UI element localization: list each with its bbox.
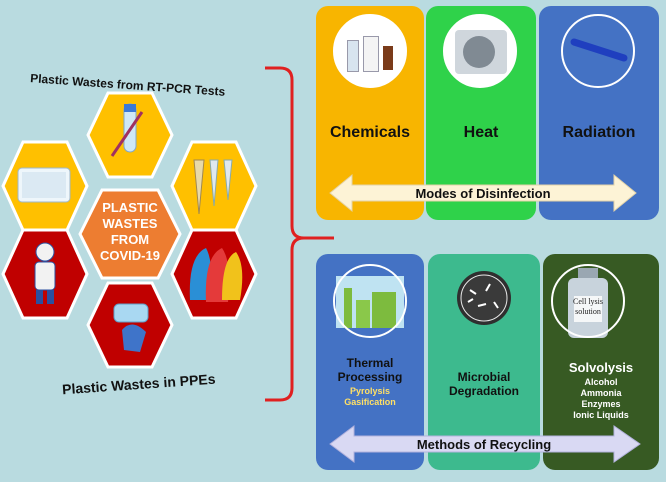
center-hex-label: PLASTIC WASTES FROM COVID-19	[88, 200, 172, 264]
thermal-sub-1: Pyrolysis	[349, 386, 391, 396]
thermal-image	[333, 264, 407, 338]
right-bracket	[265, 66, 334, 402]
solvolysis-sub-2: Ammonia	[580, 388, 622, 398]
heat-image	[443, 14, 517, 88]
radiation-label: Radiation	[562, 124, 636, 141]
solvolysis-sub-3: Enzymes	[581, 399, 621, 409]
mask-gloves-icon	[113, 303, 149, 352]
bottle-line-1: Cell lysis	[572, 297, 603, 306]
test-tube-icon	[110, 103, 144, 157]
heat-label: Heat	[463, 124, 499, 141]
disinfection-arrow-label: Modes of Disinfection	[415, 186, 551, 201]
biohazard-bags-icon	[189, 248, 243, 302]
chemical-bottle-2-icon	[363, 36, 379, 72]
microbial-image	[447, 262, 521, 336]
microbial-line-2: Degradation	[448, 384, 519, 398]
center-line-2: WASTES	[102, 216, 158, 231]
thermal-line-1: Thermal	[346, 356, 394, 370]
bottle-line-2: solution	[575, 307, 601, 316]
chemicals-label: Chemicals	[329, 124, 411, 141]
card-microbial	[428, 254, 540, 470]
ppe-suit-icon	[34, 242, 56, 304]
pipette-tips-icon	[193, 159, 233, 215]
solvolysis-image	[551, 264, 625, 338]
microbial-line-1: Microbial	[457, 370, 511, 384]
chemical-bottle-3-icon	[383, 46, 393, 70]
microbial-label: Microbial Degradation	[428, 370, 540, 398]
center-line-4: COVID-19	[100, 248, 160, 263]
recycling-arrow-label: Methods of Recycling	[416, 437, 552, 452]
solvolysis-sub-4: Ionic Liquids	[573, 410, 629, 420]
thermal-sub-2: Gasification	[344, 397, 396, 407]
center-line-1: PLASTIC	[102, 200, 158, 215]
arrow-disinfection	[329, 173, 637, 213]
thermal-line-2: Processing	[337, 370, 403, 384]
thermal-sublabels: Pyrolysis Gasification	[316, 386, 424, 408]
center-line-3: FROM	[110, 232, 150, 247]
solvolysis-sub-1: Alcohol	[584, 377, 618, 387]
autoclave-door-icon	[463, 36, 495, 68]
petri-dish-icon	[457, 271, 511, 325]
solvolysis-sublabels: Alcohol Ammonia Enzymes Ionic Liquids	[543, 377, 659, 421]
radiation-image	[561, 14, 635, 88]
chemical-bottles-icon	[347, 40, 359, 72]
bottle-label: Cell lysis solution	[568, 297, 608, 317]
chemicals-image	[333, 14, 407, 88]
arrow-recycling	[329, 425, 641, 463]
hex-center	[78, 188, 182, 280]
solvolysis-label: Solvolysis	[568, 360, 634, 375]
pcr-plate-icon	[17, 167, 71, 203]
thermal-label: Thermal Processing	[316, 356, 424, 384]
